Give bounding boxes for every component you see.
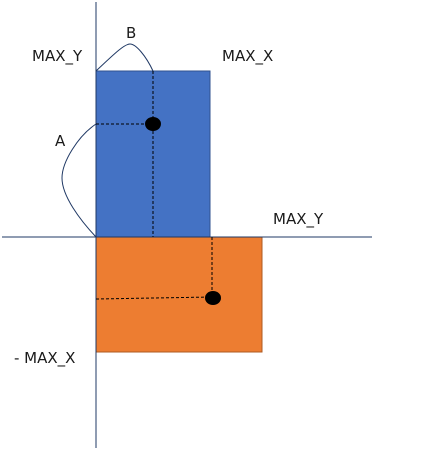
label-neg-max-x: - MAX_X: [14, 349, 76, 367]
orange-point-dot: [205, 291, 221, 305]
label-a: A: [55, 132, 66, 150]
curve-b: [95, 43, 154, 72]
label-max-y-top: MAX_Y: [32, 47, 83, 65]
curve-a: [61, 123, 97, 238]
blue-point-dot: [145, 117, 161, 131]
label-max-x-top: MAX_X: [222, 47, 274, 65]
label-b: B: [126, 24, 137, 42]
orange-rectangle: [95, 236, 263, 353]
orange-dashed-horizontal: [95, 296, 213, 300]
label-max-y-right: MAX_Y: [273, 210, 324, 228]
